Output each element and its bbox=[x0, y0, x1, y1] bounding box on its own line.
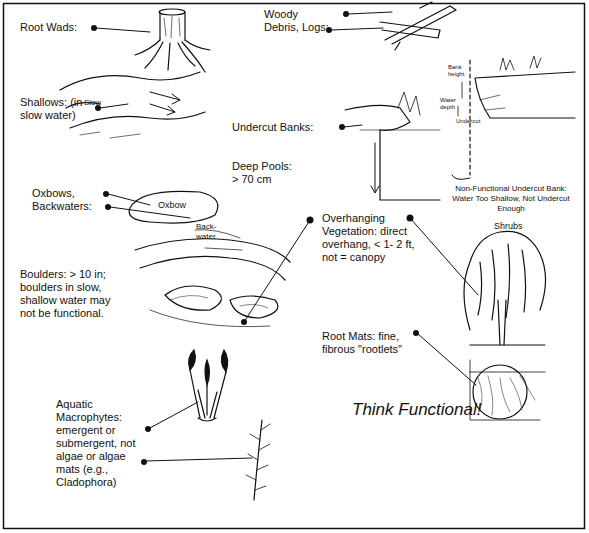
dimension-label: Bank height bbox=[448, 64, 470, 78]
feature-label: Overhanging Vegetation: direct overhang,… bbox=[322, 212, 418, 264]
feature-label: Undercut Banks: bbox=[232, 121, 340, 134]
oxbow-sketch bbox=[129, 191, 290, 326]
macrophytes-sketch bbox=[189, 350, 270, 500]
feature-label: Woody Debris, Logs: bbox=[264, 8, 330, 34]
plant-name: Shrubs bbox=[494, 221, 544, 232]
leader-lines bbox=[96, 12, 478, 461]
flow-label: Slow bbox=[84, 98, 114, 108]
note-label: Non-Functional Undercut Bank: Water Too … bbox=[448, 184, 574, 214]
feature-label: Aquatic Macrophytes: emergent or submerg… bbox=[56, 398, 148, 489]
feature-label: Root Mats: fine, fibrous "rootlets" bbox=[322, 330, 434, 356]
motto-text: Think Functional! bbox=[352, 400, 512, 420]
feature-label: Oxbows, Backwaters: bbox=[32, 187, 104, 213]
shrubs-sketch bbox=[464, 231, 546, 345]
frame bbox=[4, 4, 585, 529]
feature-label: Boulders: > 10 in; boulders in slow, sha… bbox=[20, 268, 128, 320]
undercut-bank-sketch bbox=[345, 92, 440, 200]
woody-debris-sketch bbox=[380, 2, 456, 50]
feature-label: Root Wads: bbox=[20, 21, 94, 34]
dimension-label: Water depth bbox=[440, 97, 466, 111]
root-wad-sketch bbox=[135, 9, 210, 72]
feature-label: Deep Pools: > 70 cm bbox=[232, 160, 296, 186]
feature-name: Oxbow bbox=[158, 200, 198, 211]
leader-dots bbox=[91, 11, 419, 465]
feature-name: Back-water bbox=[196, 222, 232, 242]
nonfunctional-bank-sketch bbox=[452, 56, 575, 179]
dimension-label: Undercut bbox=[456, 118, 496, 125]
